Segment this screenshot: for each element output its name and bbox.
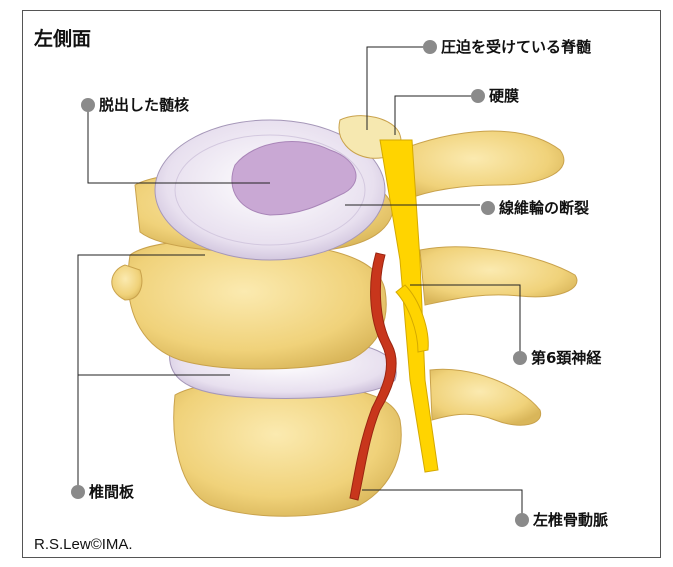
copyright-credit: R.S.Lew©IMA. <box>34 536 133 553</box>
label-disc: 椎間板 <box>89 483 134 501</box>
label-vertebral-artery: 左椎骨動脈 <box>533 511 608 529</box>
label-compressed-cord: 圧迫を受けている脊髄 <box>441 38 591 56</box>
label-c6-nerve: 第6頚神経 <box>531 349 601 367</box>
spinous-processes <box>400 131 577 425</box>
label-dura: 硬膜 <box>489 87 519 105</box>
label-herniated-nucleus: 脱出した髄核 <box>99 96 189 114</box>
view-title: 左側面 <box>34 24 91 51</box>
label-annulus-tear: 線維輪の断裂 <box>499 199 589 217</box>
